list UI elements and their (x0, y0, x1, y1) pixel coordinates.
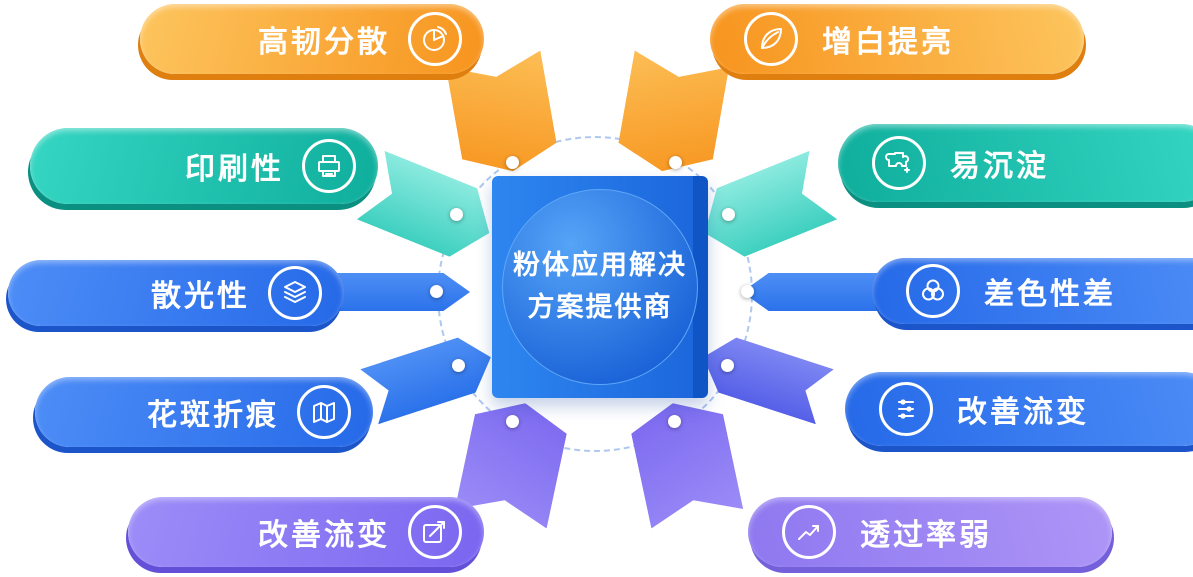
connector-dot (506, 156, 519, 169)
connector-dot (668, 415, 681, 428)
left-pill-2-label: 印刷性 (185, 153, 284, 186)
connector-dot (669, 156, 682, 169)
left-pill-1-label: 高韧分散 (258, 26, 390, 59)
right-pill-4-label: 改善流变 (957, 396, 1089, 429)
puzzle-icon (872, 136, 926, 190)
connector-dot (430, 285, 443, 298)
connector-dot (741, 285, 754, 298)
right-pill-3: 差色性差 (872, 258, 1193, 324)
right-pill-1: 增白提亮 (710, 4, 1084, 74)
right-pill-3-label: 差色性差 (984, 278, 1116, 311)
connector-dot (722, 208, 735, 221)
right-pill-5-label: 透过率弱 (860, 519, 992, 552)
tune-icon (879, 382, 933, 436)
left-pill-3: 散光性 (8, 260, 344, 326)
left-pill-1: 高韧分散 (140, 4, 484, 74)
connector-dot (506, 415, 519, 428)
pie-chart-icon (408, 12, 462, 66)
center-title-line1: 粉体应用解决 (513, 250, 687, 281)
right-pill-4: 改善流变 (845, 372, 1193, 446)
venn-circles-icon (906, 264, 960, 318)
connector-dot (452, 359, 465, 372)
right-pill-5: 透过率弱 (748, 497, 1112, 567)
line-chart-icon (782, 505, 836, 559)
left-pill-4: 花斑折痕 (35, 377, 373, 447)
center-panel: 粉体应用解决 方案提供商 (492, 176, 708, 398)
map-icon (297, 385, 351, 439)
connector-arrow-mid-right (742, 273, 890, 311)
right-pill-2-label: 易沉淀 (950, 150, 1049, 183)
left-pill-5-label: 改善流变 (258, 519, 390, 552)
left-pill-4-label: 花斑折痕 (147, 399, 279, 432)
right-pill-2: 易沉淀 (838, 124, 1193, 202)
connector-dot (450, 208, 463, 221)
right-pill-1-label: 增白提亮 (822, 26, 954, 59)
center-title-line2: 方案提供商 (527, 292, 673, 322)
leaf-icon (744, 12, 798, 66)
layers-icon (268, 266, 322, 320)
connector-dot (721, 359, 734, 372)
trend-box-icon (408, 505, 462, 559)
center-title: 粉体应用解决 方案提供商 (513, 245, 687, 329)
left-pill-3-label: 散光性 (151, 280, 250, 313)
printer-icon (302, 139, 356, 193)
left-pill-2: 印刷性 (30, 128, 378, 204)
connector-arrow-mid-left (322, 273, 470, 311)
center-circle: 粉体应用解决 方案提供商 (502, 189, 698, 385)
left-pill-5: 改善流变 (128, 497, 484, 567)
